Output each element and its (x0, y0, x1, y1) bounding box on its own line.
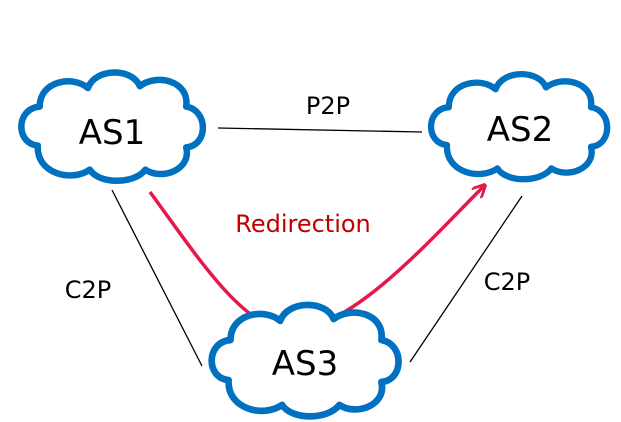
edge-as1-as3 (111, 189, 203, 367)
redirection-label: Redirection (235, 210, 371, 238)
edge-as2-as3 (409, 195, 523, 363)
node-label: AS1 (79, 113, 145, 153)
edge-label-p2p: P2P (306, 92, 350, 120)
node-as1: AS1 (21, 73, 203, 181)
node-label: AS3 (272, 344, 338, 384)
edge-label-c2p-left: C2P (65, 276, 112, 304)
node-as2: AS2 (431, 74, 607, 179)
edge-as1-as2 (217, 127, 423, 133)
edge-label-c2p-right: C2P (484, 268, 531, 296)
node-as3: AS3 (212, 305, 399, 416)
node-label: AS2 (487, 110, 553, 150)
